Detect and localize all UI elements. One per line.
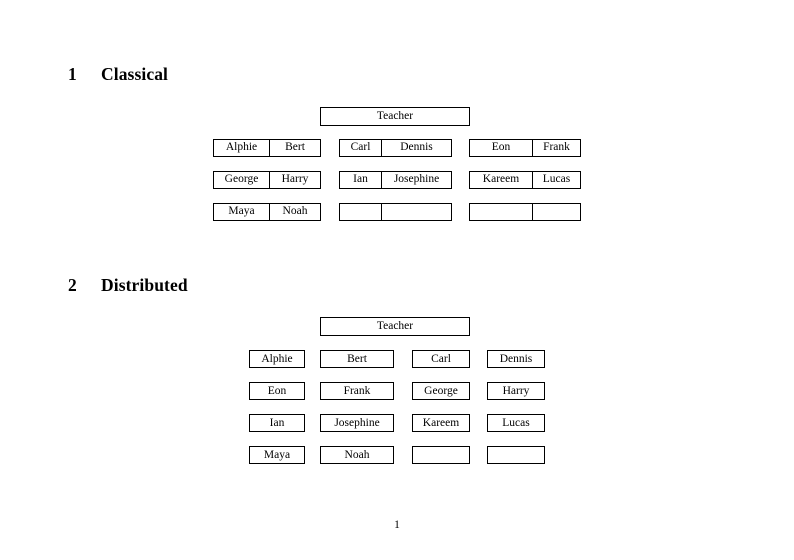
- name-box[interactable]: Josephine: [320, 414, 394, 432]
- table-row-empty[interactable]: [339, 203, 452, 221]
- section-title: Classical: [101, 64, 169, 84]
- name-box[interactable]: Ian: [249, 414, 305, 432]
- table-row[interactable]: Alphie Bert: [213, 139, 321, 157]
- name-cell[interactable]: Maya: [228, 205, 255, 218]
- name-cell[interactable]: Eon: [491, 141, 511, 154]
- name-box[interactable]: Lucas: [487, 414, 545, 432]
- name-cell[interactable]: Carl: [350, 141, 371, 154]
- name-cell[interactable]: Josephine: [381, 172, 451, 188]
- table-row-empty[interactable]: [469, 203, 581, 221]
- name-cell[interactable]: Ian: [353, 173, 368, 186]
- name-cell[interactable]: George: [224, 173, 259, 186]
- name-cell[interactable]: Kareem: [482, 173, 520, 186]
- name-cell[interactable]: Frank: [532, 140, 580, 156]
- teacher-box-classical[interactable]: Teacher: [320, 107, 470, 126]
- name-cell[interactable]: Dennis: [381, 140, 451, 156]
- teacher-box-distributed[interactable]: Teacher: [320, 317, 470, 336]
- page-number: 1: [394, 519, 400, 531]
- section-number: 1: [68, 64, 77, 84]
- name-box-empty[interactable]: [487, 446, 545, 464]
- name-box[interactable]: Carl: [412, 350, 470, 368]
- table-row[interactable]: Eon Frank: [469, 139, 581, 157]
- section-heading-classical: 1 Classical: [68, 64, 169, 84]
- name-box[interactable]: Frank: [320, 382, 394, 400]
- section-title: Distributed: [101, 275, 188, 295]
- name-box[interactable]: Eon: [249, 382, 305, 400]
- section-heading-distributed: 2 Distributed: [68, 275, 188, 295]
- section-number: 2: [68, 275, 77, 295]
- name-box[interactable]: Bert: [320, 350, 394, 368]
- name-box[interactable]: Kareem: [412, 414, 470, 432]
- name-cell-empty[interactable]: [381, 204, 451, 220]
- table-row[interactable]: George Harry: [213, 171, 321, 189]
- name-box[interactable]: Harry: [487, 382, 545, 400]
- name-cell-empty[interactable]: [532, 204, 580, 220]
- name-cell-empty[interactable]: [340, 204, 381, 220]
- name-box[interactable]: George: [412, 382, 470, 400]
- name-box[interactable]: Dennis: [487, 350, 545, 368]
- name-box[interactable]: Noah: [320, 446, 394, 464]
- table-row[interactable]: Carl Dennis: [339, 139, 452, 157]
- name-cell[interactable]: Lucas: [532, 172, 580, 188]
- name-cell-empty[interactable]: [470, 204, 532, 220]
- table-row[interactable]: Kareem Lucas: [469, 171, 581, 189]
- name-cell[interactable]: Noah: [269, 204, 320, 220]
- name-cell[interactable]: Alphie: [225, 141, 258, 154]
- table-row[interactable]: Maya Noah: [213, 203, 321, 221]
- name-box-empty[interactable]: [412, 446, 470, 464]
- name-box[interactable]: Alphie: [249, 350, 305, 368]
- name-box[interactable]: Maya: [249, 446, 305, 464]
- name-cell[interactable]: Bert: [269, 140, 320, 156]
- table-row[interactable]: Ian Josephine: [339, 171, 452, 189]
- name-cell[interactable]: Harry: [269, 172, 320, 188]
